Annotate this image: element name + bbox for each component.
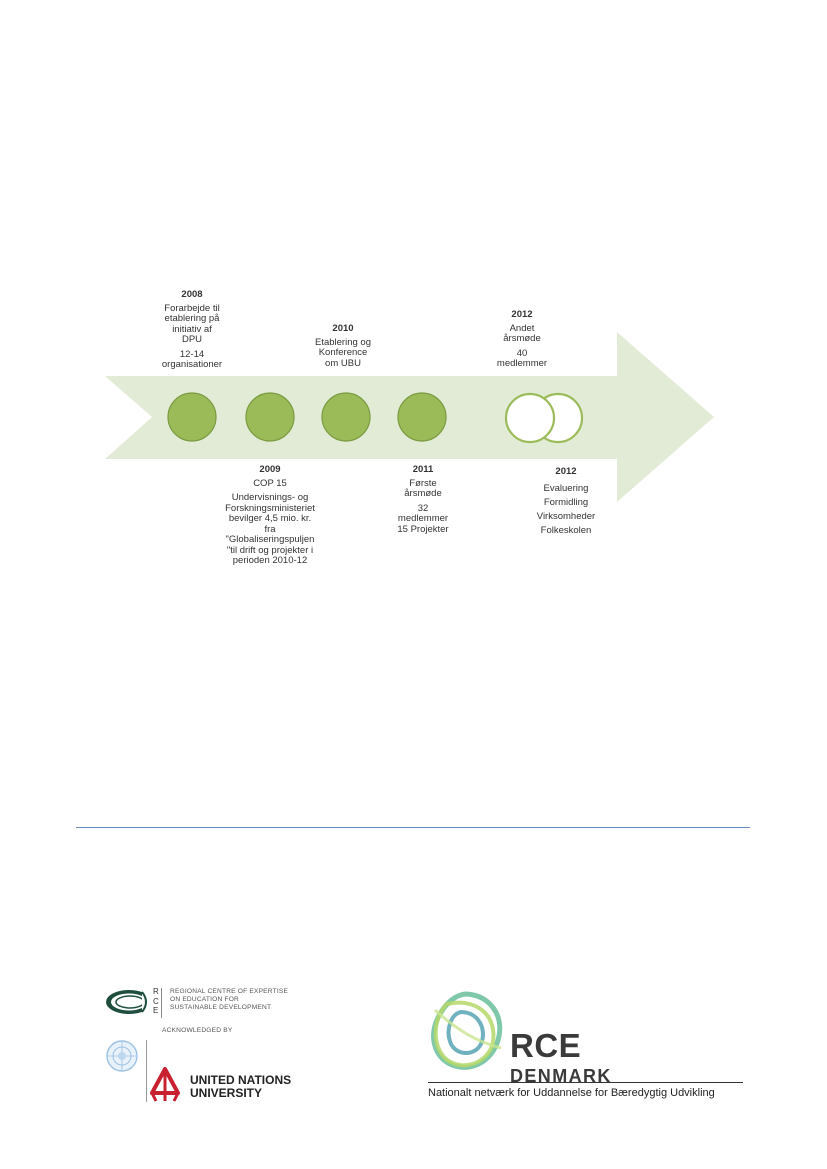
event-line: årsmøde [503, 333, 541, 344]
event-line: COP 15 [253, 477, 287, 489]
acknowledged-by: ACKNOWLEDGED BY [162, 1027, 233, 1034]
event-line: initiativ af [172, 323, 212, 335]
event-year: 2012 [511, 309, 533, 320]
event-line: etablering på [164, 313, 220, 324]
rce-letter-e: E [153, 1006, 159, 1016]
event-line: Virksomheder [536, 511, 596, 522]
event-line: perioden 2010-12 [232, 555, 308, 566]
event-line: medlemmer [496, 358, 548, 369]
rce-letters: R C E [153, 987, 159, 1016]
unu-line-2: UNIVERSITY [190, 1086, 263, 1100]
event-line: Undervisnings- og [231, 492, 309, 503]
event-line: medlemmer [397, 513, 449, 524]
rce-denmark-rule [428, 1082, 743, 1083]
event-line: Konference [318, 347, 368, 358]
event-line: "Globaliseringspuljen [225, 534, 315, 545]
un-emblem-icon [106, 1040, 138, 1072]
rce-emblem-icon [106, 988, 154, 1016]
event-line: 32 [417, 502, 429, 514]
rce-denmark-word-rce: RCE [510, 1027, 582, 1064]
event-line: "til drift og projekter i [226, 544, 314, 556]
rce-line-2: ON EDUCATION FOR [170, 996, 240, 1003]
event-line: årsmøde [404, 488, 442, 499]
event-year: 2012 [555, 466, 577, 477]
rce-denmark-tagline: Nationalt netværk for Uddannelse for Bær… [428, 1087, 715, 1099]
event-line: Forarbejde til [164, 302, 220, 314]
event-line: om UBU [325, 357, 361, 369]
event-year: 2008 [181, 289, 203, 300]
timeline-node-2009 [245, 392, 295, 442]
rce-line-3: SUSTAINABLE DEVELOPMENT [170, 1004, 272, 1011]
event-line: Formidling [543, 497, 589, 508]
event-line: Etablering og [315, 336, 371, 348]
un-divider [146, 1040, 147, 1102]
event-line: organisationer [161, 359, 223, 370]
unu-name: UNITED NATIONS UNIVERSITY [190, 1074, 291, 1100]
timeline-node-2012-a [504, 392, 556, 444]
timeline-node-2011 [397, 392, 447, 442]
rce-ack-logo: R C E REGIONAL CENTRE OF EXPERTISE ON ED… [104, 984, 314, 1094]
event-line: Folkeskolen [540, 525, 592, 536]
event-line: 12-14 [179, 348, 205, 360]
event-line: Andet [509, 322, 535, 334]
event-line: fra [264, 523, 276, 535]
rce-denmark-emblem-icon [431, 991, 503, 1070]
event-line: bevilger 4,5 mio. kr. [228, 513, 312, 524]
rce-line-1: REGIONAL CENTRE OF EXPERTISE [170, 988, 289, 995]
rce-letter-r: R [153, 987, 159, 996]
rce-full-name: REGIONAL CENTRE OF EXPERTISE ON EDUCATIO… [170, 988, 288, 1012]
event-line: 40 [516, 347, 528, 359]
rce-denmark-word-denmark: DENMARK [510, 1066, 612, 1086]
rce-letter-c: C [153, 996, 159, 1006]
event-year: 2011 [412, 464, 434, 475]
event-year: 2009 [259, 464, 281, 475]
event-year: 2010 [332, 323, 354, 334]
unu-line-1: UNITED NATIONS [190, 1073, 292, 1087]
timeline-node-2008 [167, 392, 217, 442]
event-line: DPU [181, 334, 203, 345]
footer-divider [76, 827, 750, 828]
event-line: 15 Projekter [397, 523, 449, 535]
timeline-node-2010 [321, 392, 371, 442]
rce-divider [161, 988, 162, 1018]
unu-logo-icon [150, 1067, 180, 1102]
event-line: Forskningsministeriet [225, 502, 315, 514]
event-line: Evaluering [543, 483, 589, 494]
event-line: Første [409, 477, 437, 489]
timeline-diagram [105, 332, 714, 502]
